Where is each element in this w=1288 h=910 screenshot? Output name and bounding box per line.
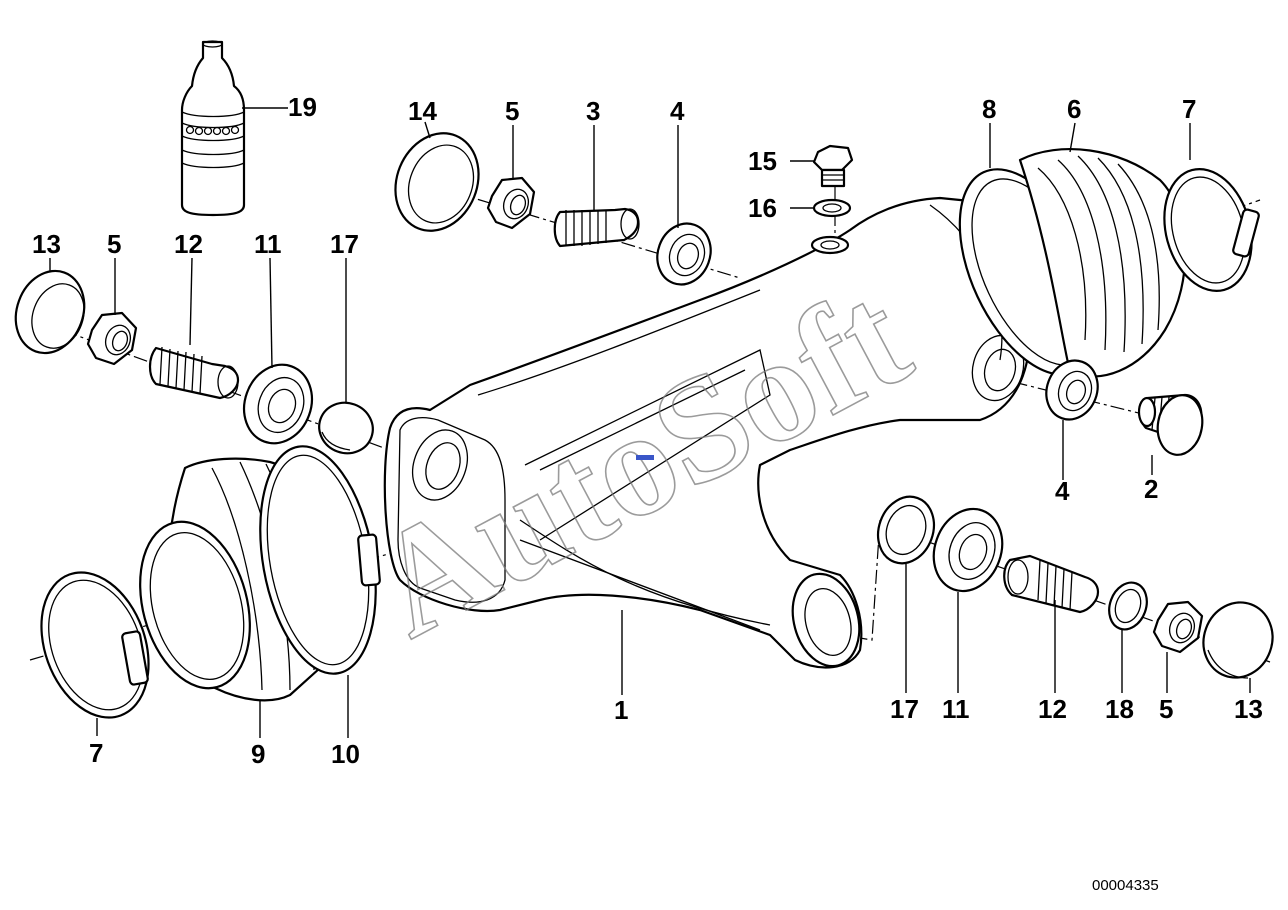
hose-clamp-part-7-top[interactable] [1151, 159, 1264, 301]
callout-6: 6 [1067, 94, 1081, 124]
end-plug-part-2[interactable] [1137, 392, 1207, 459]
callout-19: 19 [288, 92, 317, 122]
callout-17-right: 17 [890, 694, 919, 724]
callout-18: 18 [1105, 694, 1134, 724]
callout-3: 3 [586, 96, 600, 126]
clamp-ring-part-10[interactable] [244, 437, 392, 683]
callout-1: 1 [614, 695, 628, 725]
bearing-part-11-left[interactable] [233, 355, 322, 453]
callout-17-left: 17 [330, 229, 359, 259]
callout-16: 16 [748, 193, 777, 223]
seal-ring-part-13-left[interactable] [5, 261, 96, 363]
callout-5-top: 5 [505, 96, 519, 126]
threaded-pin-part-12-right[interactable] [1003, 554, 1100, 614]
cap-part-17-left[interactable] [312, 395, 380, 460]
threaded-pin-part-3[interactable] [553, 207, 640, 248]
callout-11-left: 11 [254, 229, 282, 259]
bearing-part-4-right[interactable] [1038, 353, 1106, 426]
callout-5-right: 5 [1159, 694, 1173, 724]
callout-4-top: 4 [670, 96, 685, 126]
threaded-pin-part-12-left[interactable] [148, 346, 240, 400]
callout-12-left: 12 [174, 229, 203, 259]
hex-nut-part-5-top[interactable] [486, 176, 536, 230]
callout-5-left: 5 [107, 229, 121, 259]
document-number: 00004335 [1092, 877, 1159, 894]
callout-7-bottom: 7 [89, 738, 103, 768]
callout-9: 9 [251, 739, 265, 769]
callout-15: 15 [748, 146, 777, 176]
callout-8: 8 [982, 94, 996, 124]
callout-13-right: 13 [1234, 694, 1263, 724]
callout-10: 10 [331, 739, 360, 769]
swing-arm-part-1[interactable] [383, 196, 1032, 674]
oil-bottle-part-19[interactable] [180, 40, 246, 217]
rubber-boot-part-6[interactable] [1018, 148, 1187, 378]
cap-part-13-right[interactable] [1193, 593, 1283, 688]
hose-clamp-part-7-bottom[interactable] [22, 557, 167, 732]
washer-part-18[interactable] [1103, 577, 1153, 634]
callout-13-left: 13 [32, 229, 61, 259]
bottle-label-dots [185, 125, 240, 136]
bearing-part-4-top[interactable] [649, 216, 719, 292]
callout-14: 14 [408, 96, 437, 126]
bearing-part-11-right[interactable] [923, 499, 1014, 601]
callout-11-right: 11 [942, 694, 970, 724]
center-marker [636, 455, 654, 460]
callout-4-right: 4 [1055, 476, 1070, 506]
hex-nut-part-5-left[interactable] [86, 311, 138, 366]
callout-2: 2 [1144, 474, 1158, 504]
washer-part-16[interactable] [812, 198, 852, 218]
leader-lines [49, 107, 1251, 738]
plug-screw-part-15[interactable] [812, 144, 854, 188]
shim-part-17-right[interactable] [869, 489, 943, 571]
callout-labels: 19 14 5 3 4 15 16 8 6 7 13 5 12 11 17 4 … [32, 92, 1263, 769]
seal-ring-part-14[interactable] [381, 121, 493, 244]
callout-7-top: 7 [1182, 94, 1196, 124]
hex-nut-part-5-right[interactable] [1152, 600, 1204, 654]
callout-12-right: 12 [1038, 694, 1067, 724]
